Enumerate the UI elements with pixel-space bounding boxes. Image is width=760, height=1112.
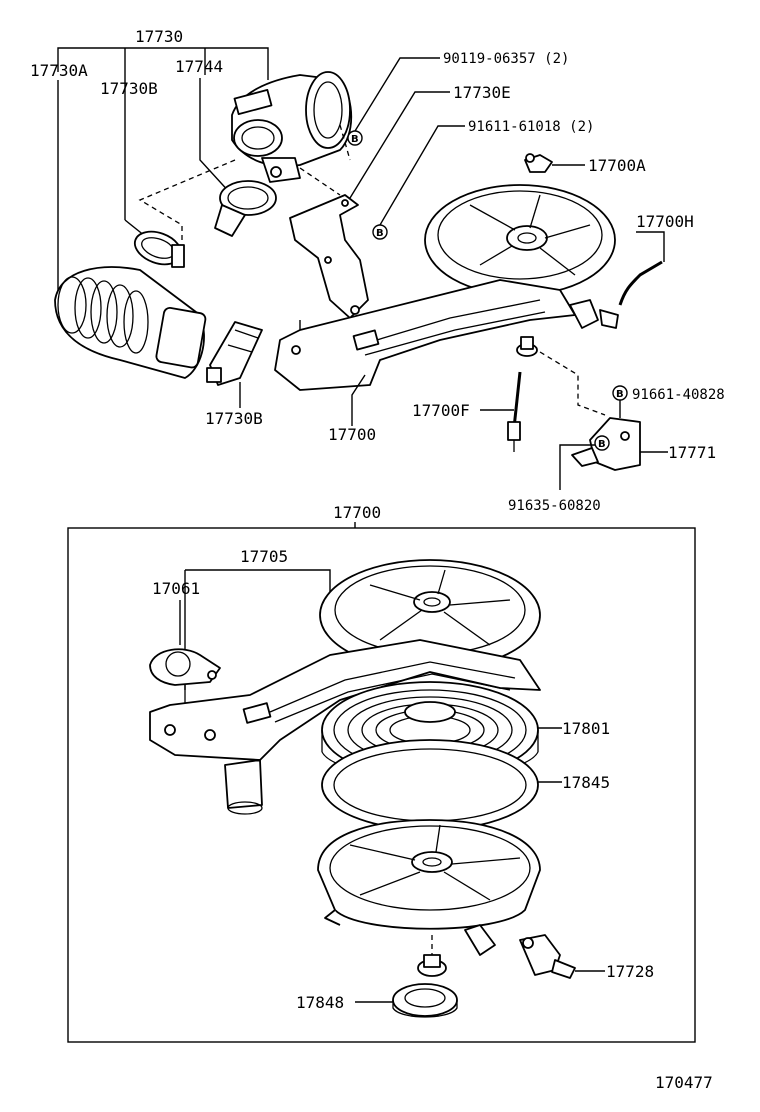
svg-text:B: B [376, 228, 384, 239]
valve-17728 [519, 934, 576, 979]
diagram-code: 170477 [655, 1073, 713, 1092]
label-17845: 17845 [562, 773, 610, 792]
part-17700h [618, 260, 663, 306]
duct-17730b [206, 321, 263, 386]
leader-17700h [636, 231, 665, 262]
drain-valve [417, 954, 447, 977]
label-17700-box: 17700 [333, 503, 381, 522]
marker-b-91635: B [594, 435, 610, 451]
bracket-17771 [571, 417, 641, 471]
label-17700-upper: 17700 [328, 425, 376, 444]
label-17801: 17801 [562, 719, 610, 738]
svg-text:B: B [351, 134, 359, 145]
leader-17744 [199, 78, 233, 196]
intake-hose [54, 266, 207, 379]
part-17700a [524, 153, 553, 173]
leader-91611 [379, 125, 465, 226]
label-17061: 17061 [152, 579, 200, 598]
bolt-under-body [516, 336, 538, 357]
leader-90119 [354, 57, 440, 132]
label-17771: 17771 [668, 443, 716, 462]
sensor-17061 [149, 648, 221, 705]
dash-bracket [299, 167, 341, 196]
label-17848: 17848 [296, 993, 344, 1012]
bracket-17705 [185, 569, 331, 600]
gasket-17845 [321, 739, 539, 831]
seal-17848 [392, 983, 458, 1018]
assembly-box [67, 527, 696, 1043]
label-90119-06357: 90119-06357 (2) [443, 51, 569, 67]
dash-hose-to-elbow [138, 159, 236, 240]
snorkel-arm [149, 639, 541, 815]
air-cleaner-body-upper [274, 184, 619, 391]
label-17700f: 17700F [412, 401, 470, 420]
hose-clamp [133, 230, 185, 268]
marker-b-91611: B [372, 224, 388, 240]
label-17700h: 17700H [636, 212, 694, 231]
label-91635-60820: 91635-60820 [508, 498, 601, 514]
label-17730a: 17730A [30, 61, 88, 80]
label-91661-40828: 91661-40828 [632, 387, 725, 403]
leader-17730e [349, 91, 450, 199]
leader-17700-upper [351, 374, 366, 426]
svg-text:B: B [616, 389, 624, 400]
elbow-17744 [214, 180, 277, 237]
label-17730: 17730 [135, 27, 183, 46]
air-cleaner-cap [231, 71, 353, 183]
bracket-17730 [57, 47, 269, 220]
stud-17700f [507, 371, 522, 452]
label-17730b-bottom: 17730B [205, 409, 263, 428]
label-17705: 17705 [240, 547, 288, 566]
bracket-17730e [289, 194, 369, 319]
label-17700a: 17700A [588, 156, 646, 175]
label-17730e: 17730E [453, 83, 511, 102]
label-17744: 17744 [175, 57, 223, 76]
case-lower [317, 819, 541, 956]
label-17730b-top: 17730B [100, 79, 158, 98]
marker-b-90119: B [347, 130, 363, 146]
dash-to-17771 [539, 351, 606, 416]
svg-text:B: B [598, 439, 606, 450]
marker-b-91661: B [612, 385, 628, 401]
label-91611-61018: 91611-61018 (2) [468, 119, 594, 135]
dash-90119 [339, 124, 351, 161]
leader-91635 [559, 444, 595, 490]
label-17728: 17728 [606, 962, 654, 981]
